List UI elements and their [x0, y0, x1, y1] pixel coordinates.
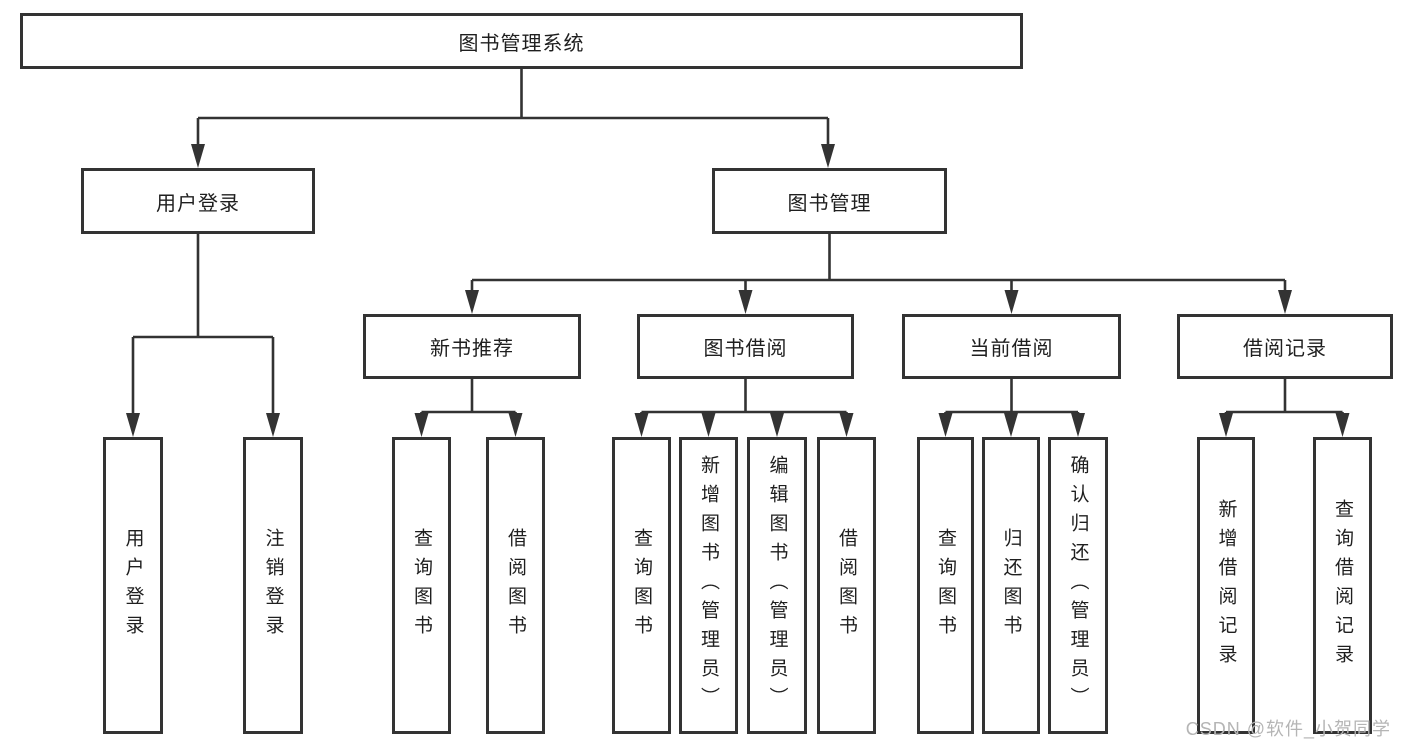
leaf-add-borrow-record: 新增借阅记录	[1197, 437, 1255, 734]
leaf-query-borrow-record: 查询借阅记录	[1313, 437, 1372, 734]
csdn-watermark: CSDN @软件_小贺同学	[1185, 719, 1391, 739]
node-book-management: 图书管理	[712, 168, 947, 234]
node-user-login: 用户登录	[81, 168, 315, 234]
node-new-book-recommend: 新书推荐	[363, 314, 581, 379]
node-library-system-root: 图书管理系统	[20, 13, 1023, 69]
leaf-user-login: 用户登录	[103, 437, 163, 734]
leaf-query-books-recommend: 查询图书	[392, 437, 451, 734]
leaf-edit-books-admin: 编辑图书（管理员）	[747, 437, 807, 734]
leaf-logout: 注销登录	[243, 437, 303, 734]
leaf-query-books-current: 查询图书	[917, 437, 974, 734]
leaf-add-books-admin: 新增图书（管理员）	[679, 437, 738, 734]
leaf-borrow-books: 借阅图书	[817, 437, 876, 734]
leaf-return-books: 归还图书	[982, 437, 1040, 734]
leaf-borrow-books-recommend: 借阅图书	[486, 437, 545, 734]
leaf-confirm-return-admin: 确认归还（管理员）	[1048, 437, 1108, 734]
node-book-borrow: 图书借阅	[637, 314, 854, 379]
node-borrow-records: 借阅记录	[1177, 314, 1393, 379]
leaf-query-books-borrow: 查询图书	[612, 437, 671, 734]
node-current-borrow: 当前借阅	[902, 314, 1121, 379]
